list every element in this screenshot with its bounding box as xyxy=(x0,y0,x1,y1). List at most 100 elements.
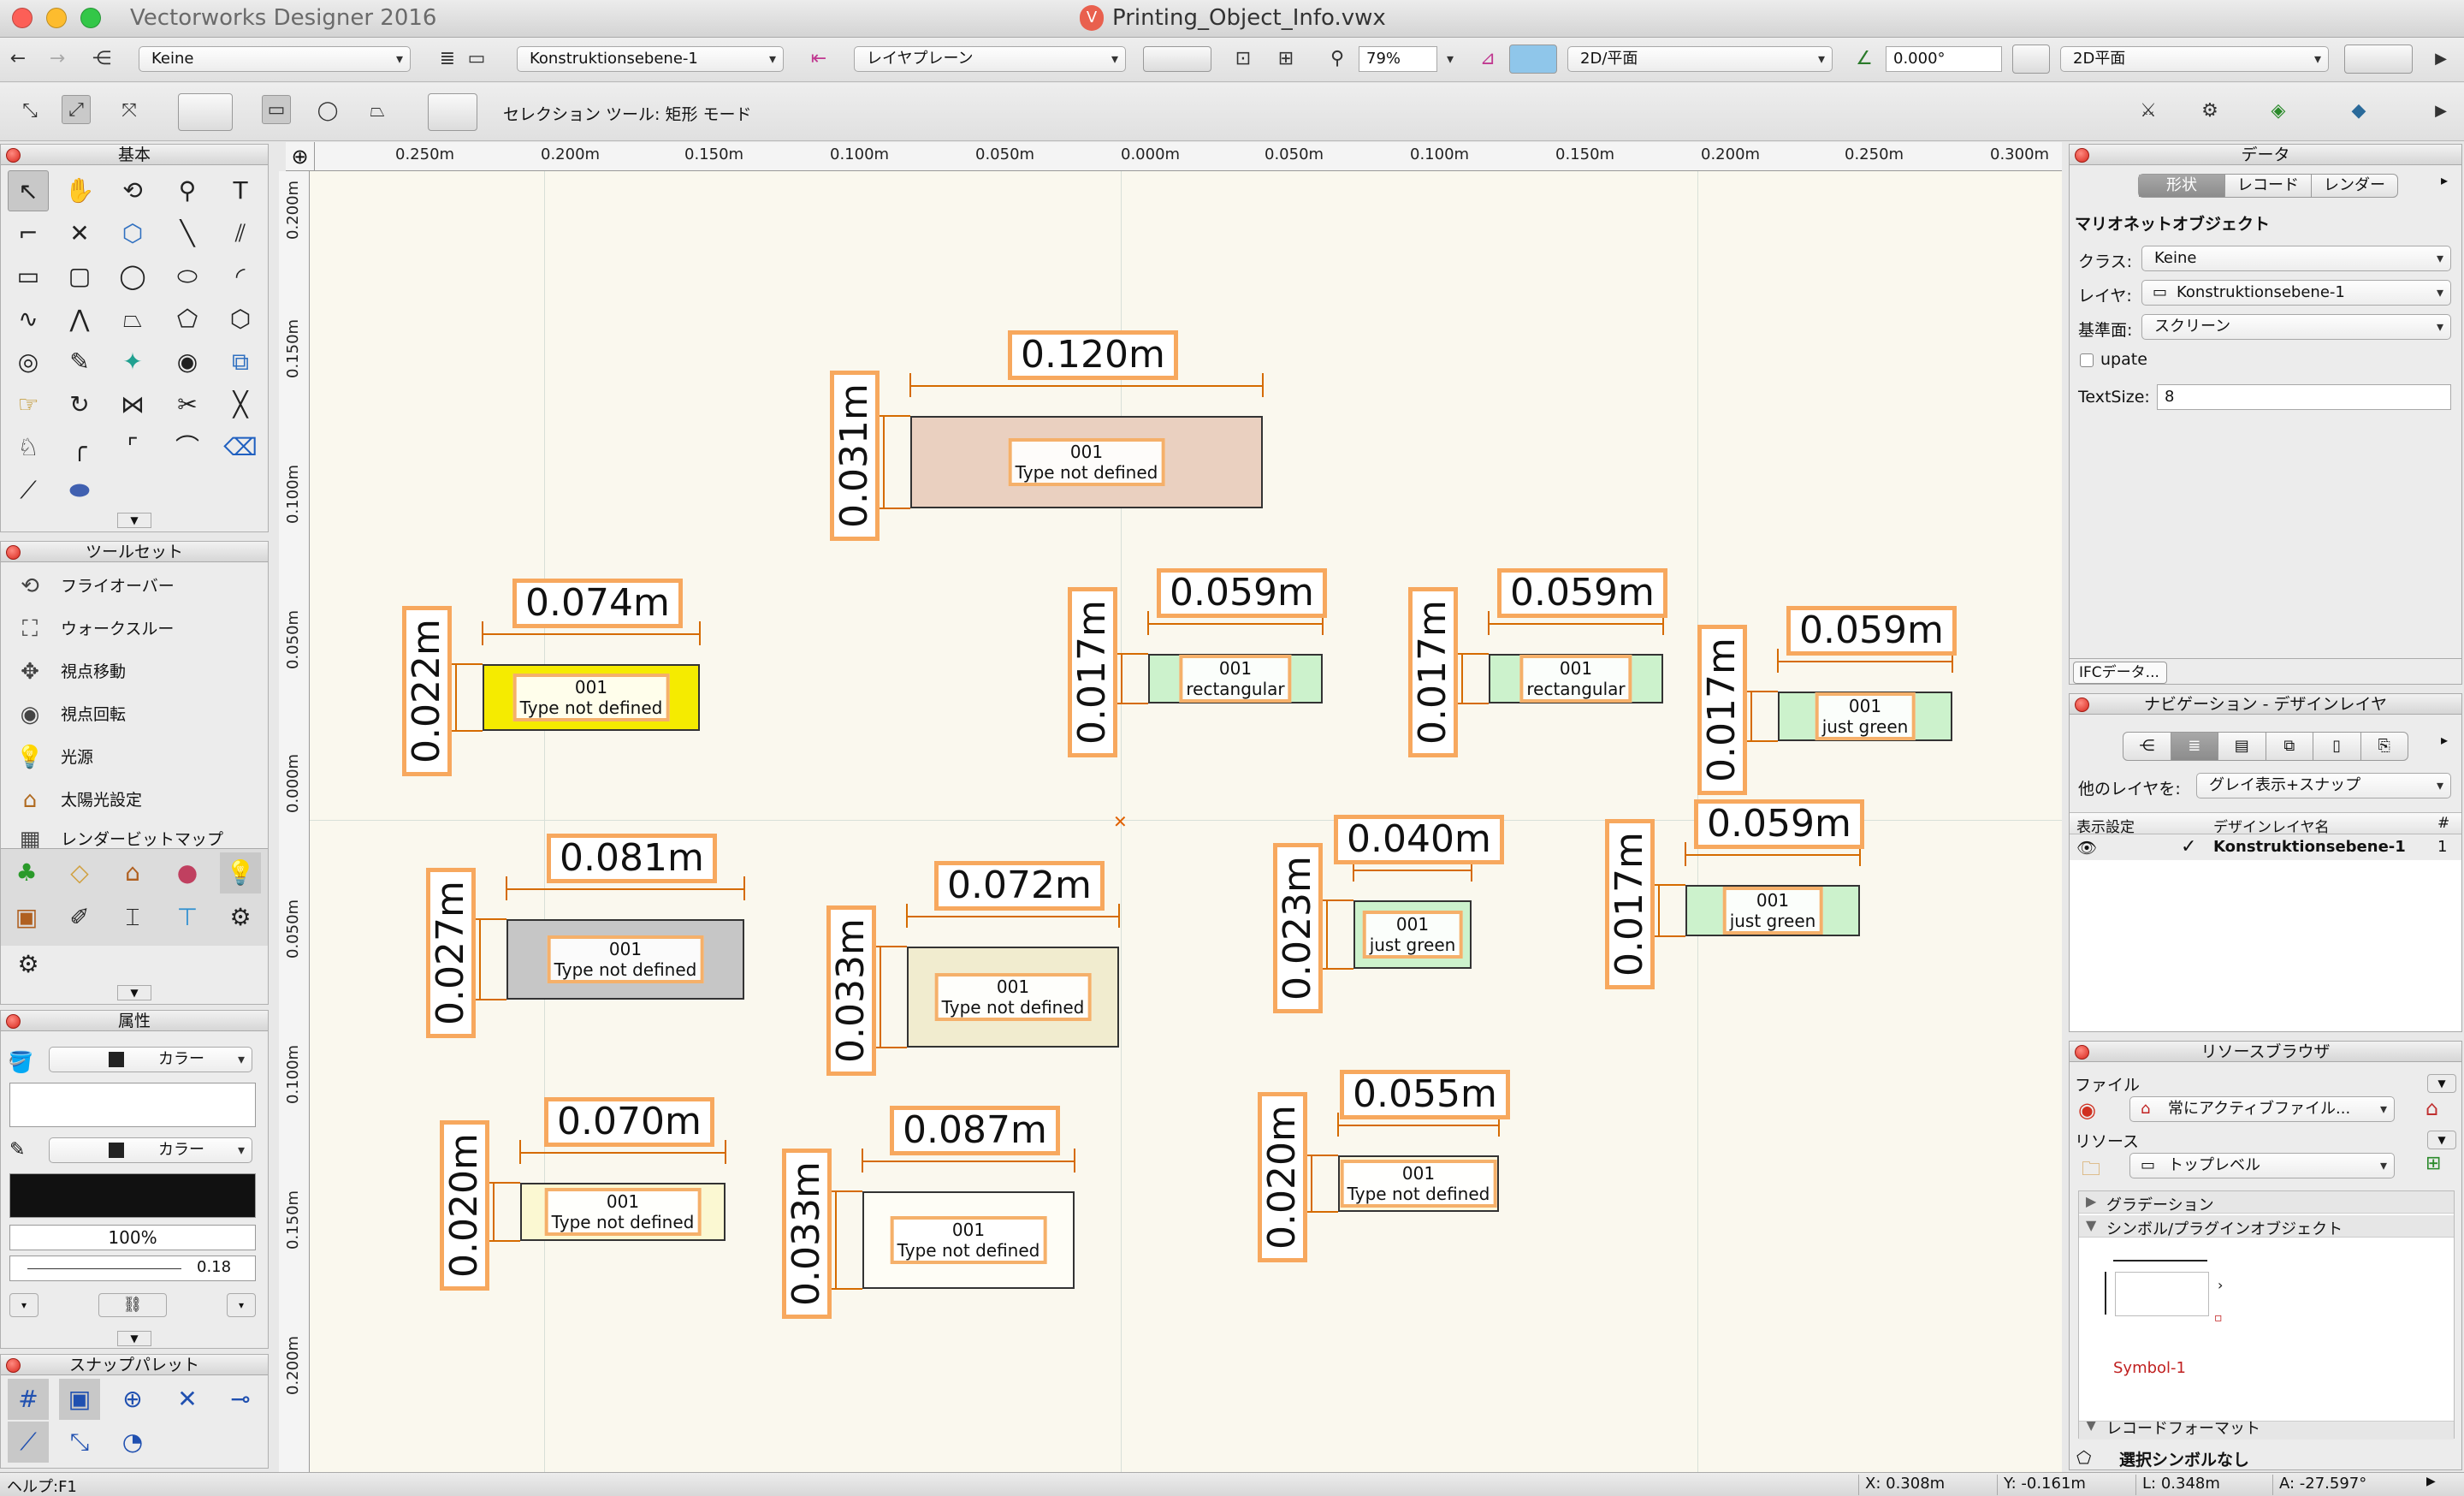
height-dimension-line[interactable] xyxy=(1750,692,1752,741)
arrowhead-end-select[interactable]: ▾ xyxy=(227,1293,256,1317)
height-dimension-line[interactable] xyxy=(493,1183,495,1241)
width-dimension-label[interactable]: 0.040m xyxy=(1334,815,1504,864)
locus-icon[interactable]: ✕ xyxy=(69,219,90,247)
line-tool-icon[interactable]: ╲ xyxy=(180,219,195,247)
layer-field-select[interactable]: ▭Konstruktionsebene-1 xyxy=(2141,280,2451,306)
tab-record[interactable]: レコード xyxy=(2225,175,2312,197)
toolset-item-rotate-view[interactable]: ◉視点回転 xyxy=(1,694,268,735)
close-palette-icon[interactable] xyxy=(2075,698,2089,712)
connect-icon[interactable]: ⌒ xyxy=(175,433,199,461)
width-dimension-line[interactable] xyxy=(910,385,1263,387)
height-dimension-line[interactable] xyxy=(1658,885,1660,936)
expand-attributes-icon[interactable]: ▼ xyxy=(117,1331,151,1346)
height-dimension-label[interactable]: 0.033m xyxy=(826,905,876,1076)
snap-distance-icon[interactable]: ⊸ xyxy=(230,1385,251,1413)
disable-interactive-scaling-icon[interactable]: ⤡ xyxy=(22,100,38,122)
resource-select[interactable]: ▭トップレベル xyxy=(2129,1153,2395,1178)
width-dimension-label[interactable]: 0.055m xyxy=(1340,1070,1510,1119)
textsize-field[interactable]: 8 xyxy=(2157,384,2451,410)
reshape-icon[interactable]: ☞ xyxy=(17,390,39,419)
eyedropper-icon[interactable]: ✎ xyxy=(69,347,90,376)
tab-views-icon[interactable]: ⧉ xyxy=(2266,733,2313,760)
rounded-rectangle-icon[interactable]: ▢ xyxy=(68,262,92,290)
width-dimension-label[interactable]: 0.081m xyxy=(547,834,717,883)
select-similar-icon[interactable]: ⚔ xyxy=(2140,100,2157,122)
selection-tool-icon[interactable]: ↖ xyxy=(8,170,49,211)
toolset-item-sun[interactable]: ⌂太陽光設定 xyxy=(1,780,268,821)
width-dimension-line[interactable] xyxy=(1685,854,1860,856)
render-mode-icon[interactable] xyxy=(2012,45,2050,74)
fill-type-select[interactable]: カラー xyxy=(49,1047,252,1072)
height-dimension-label[interactable]: 0.033m xyxy=(782,1149,832,1319)
site-icon[interactable]: ♣ xyxy=(15,858,38,887)
toolset-item-flyover[interactable]: ⟲フライオーバー xyxy=(1,566,268,607)
folder-row[interactable]: ▼ レコードフォーマット xyxy=(2079,1421,2454,1440)
settings-gear-icon[interactable]: ⚙ xyxy=(2201,100,2218,122)
folder-row[interactable]: ▼ シンボル/プラグインオブジェクト xyxy=(2079,1215,2454,1238)
visualization-icon[interactable]: 💡 xyxy=(220,852,261,893)
angle-icon[interactable]: ∠ xyxy=(1856,48,1873,69)
text-tool-icon[interactable]: T xyxy=(233,176,248,205)
toolset-item-render-bitmap[interactable]: ▦レンダービットマップ xyxy=(1,822,268,848)
attribute-mapping-icon[interactable]: ⧉ xyxy=(232,347,249,376)
rectangle-tool-icon[interactable]: ▭ xyxy=(16,262,40,290)
pen-preview[interactable] xyxy=(9,1173,256,1218)
height-dimension-label[interactable]: 0.020m xyxy=(440,1120,489,1291)
circle-tool-icon[interactable]: ◯ xyxy=(119,262,146,290)
link-chain-icon[interactable]: ⛓ xyxy=(98,1293,167,1317)
height-dimension-line[interactable] xyxy=(455,664,457,731)
width-dimension-label[interactable]: 0.059m xyxy=(1497,568,1667,618)
object-visibility-icon[interactable]: ◆ xyxy=(2351,100,2366,122)
class-network-icon[interactable]: ⋲ xyxy=(92,48,111,69)
width-dimension-label[interactable]: 0.059m xyxy=(1694,799,1864,849)
lasso-mode-icon[interactable]: ◯ xyxy=(317,100,339,122)
height-dimension-line[interactable] xyxy=(1326,900,1328,969)
freehand-icon[interactable]: ∿ xyxy=(18,305,38,333)
snap-object-icon[interactable]: ▣ xyxy=(59,1379,100,1420)
other-layers-select[interactable]: グレイ表示+スナップ xyxy=(2196,773,2451,798)
close-window-button[interactable] xyxy=(12,8,33,28)
line-weight-field[interactable]: 0.18 xyxy=(9,1256,256,1281)
3d-locus-icon[interactable]: ⬡ xyxy=(121,219,144,247)
spiral-icon[interactable]: ◎ xyxy=(17,347,39,376)
height-dimension-line[interactable] xyxy=(883,416,885,508)
height-dimension-line[interactable] xyxy=(1461,654,1463,703)
offset-icon[interactable]: ╭ xyxy=(72,433,87,461)
plane-arrow-icon[interactable]: ⇤ xyxy=(810,48,827,69)
fillet-icon[interactable]: ♘ xyxy=(17,433,39,461)
polygon-mode-icon[interactable]: ⏢ xyxy=(370,100,385,122)
layer-row[interactable]: 👁 ✓ Konstruktionsebene-1 1 xyxy=(2070,836,2461,860)
rectangle-mode-icon[interactable]: ▭ xyxy=(262,95,291,124)
chamfer-icon[interactable]: ⌜ xyxy=(127,433,139,461)
close-palette-icon[interactable] xyxy=(2075,148,2089,163)
height-dimension-label[interactable]: 0.022m xyxy=(402,606,452,776)
palette-menu-icon[interactable]: ▸ xyxy=(2441,172,2449,188)
layer-select[interactable]: Konstruktionsebene-1 xyxy=(517,46,784,72)
expand-palette-icon[interactable]: ▼ xyxy=(117,513,151,528)
snap-angle-icon[interactable]: ⊕ xyxy=(122,1385,143,1413)
symbol-name[interactable]: Symbol-1 xyxy=(2113,1359,2186,1377)
color-spheres-icon[interactable]: ● xyxy=(176,858,198,887)
close-palette-icon[interactable] xyxy=(6,545,21,560)
expand-toolset-icon[interactable]: ▼ xyxy=(117,985,151,1000)
selection-options-icon[interactable] xyxy=(178,93,233,131)
fit-view-icon[interactable]: ⊡ xyxy=(1235,48,1252,69)
snap-smart-point-icon[interactable]: ⟋ xyxy=(8,1422,49,1463)
resource-menu-icon[interactable]: ▼ xyxy=(2427,1131,2456,1149)
rotate-tool-icon[interactable]: ↻ xyxy=(69,390,90,419)
polygon-tool-icon[interactable]: ⏢ xyxy=(122,305,143,333)
zoom-objects-icon[interactable]: ⊞ xyxy=(1277,48,1294,69)
height-dimension-label[interactable]: 0.017m xyxy=(1068,587,1117,757)
width-dimension-label[interactable]: 0.120m xyxy=(1008,330,1178,380)
height-dimension-label[interactable]: 0.017m xyxy=(1605,819,1655,989)
ruler-origin-icon[interactable]: ⊕ xyxy=(286,142,315,171)
snap-intersection-icon[interactable]: ✕ xyxy=(177,1385,198,1413)
class-field-select[interactable]: Keine xyxy=(2141,246,2451,271)
tab-sheet-layers-icon[interactable]: ▤ xyxy=(2218,733,2266,760)
